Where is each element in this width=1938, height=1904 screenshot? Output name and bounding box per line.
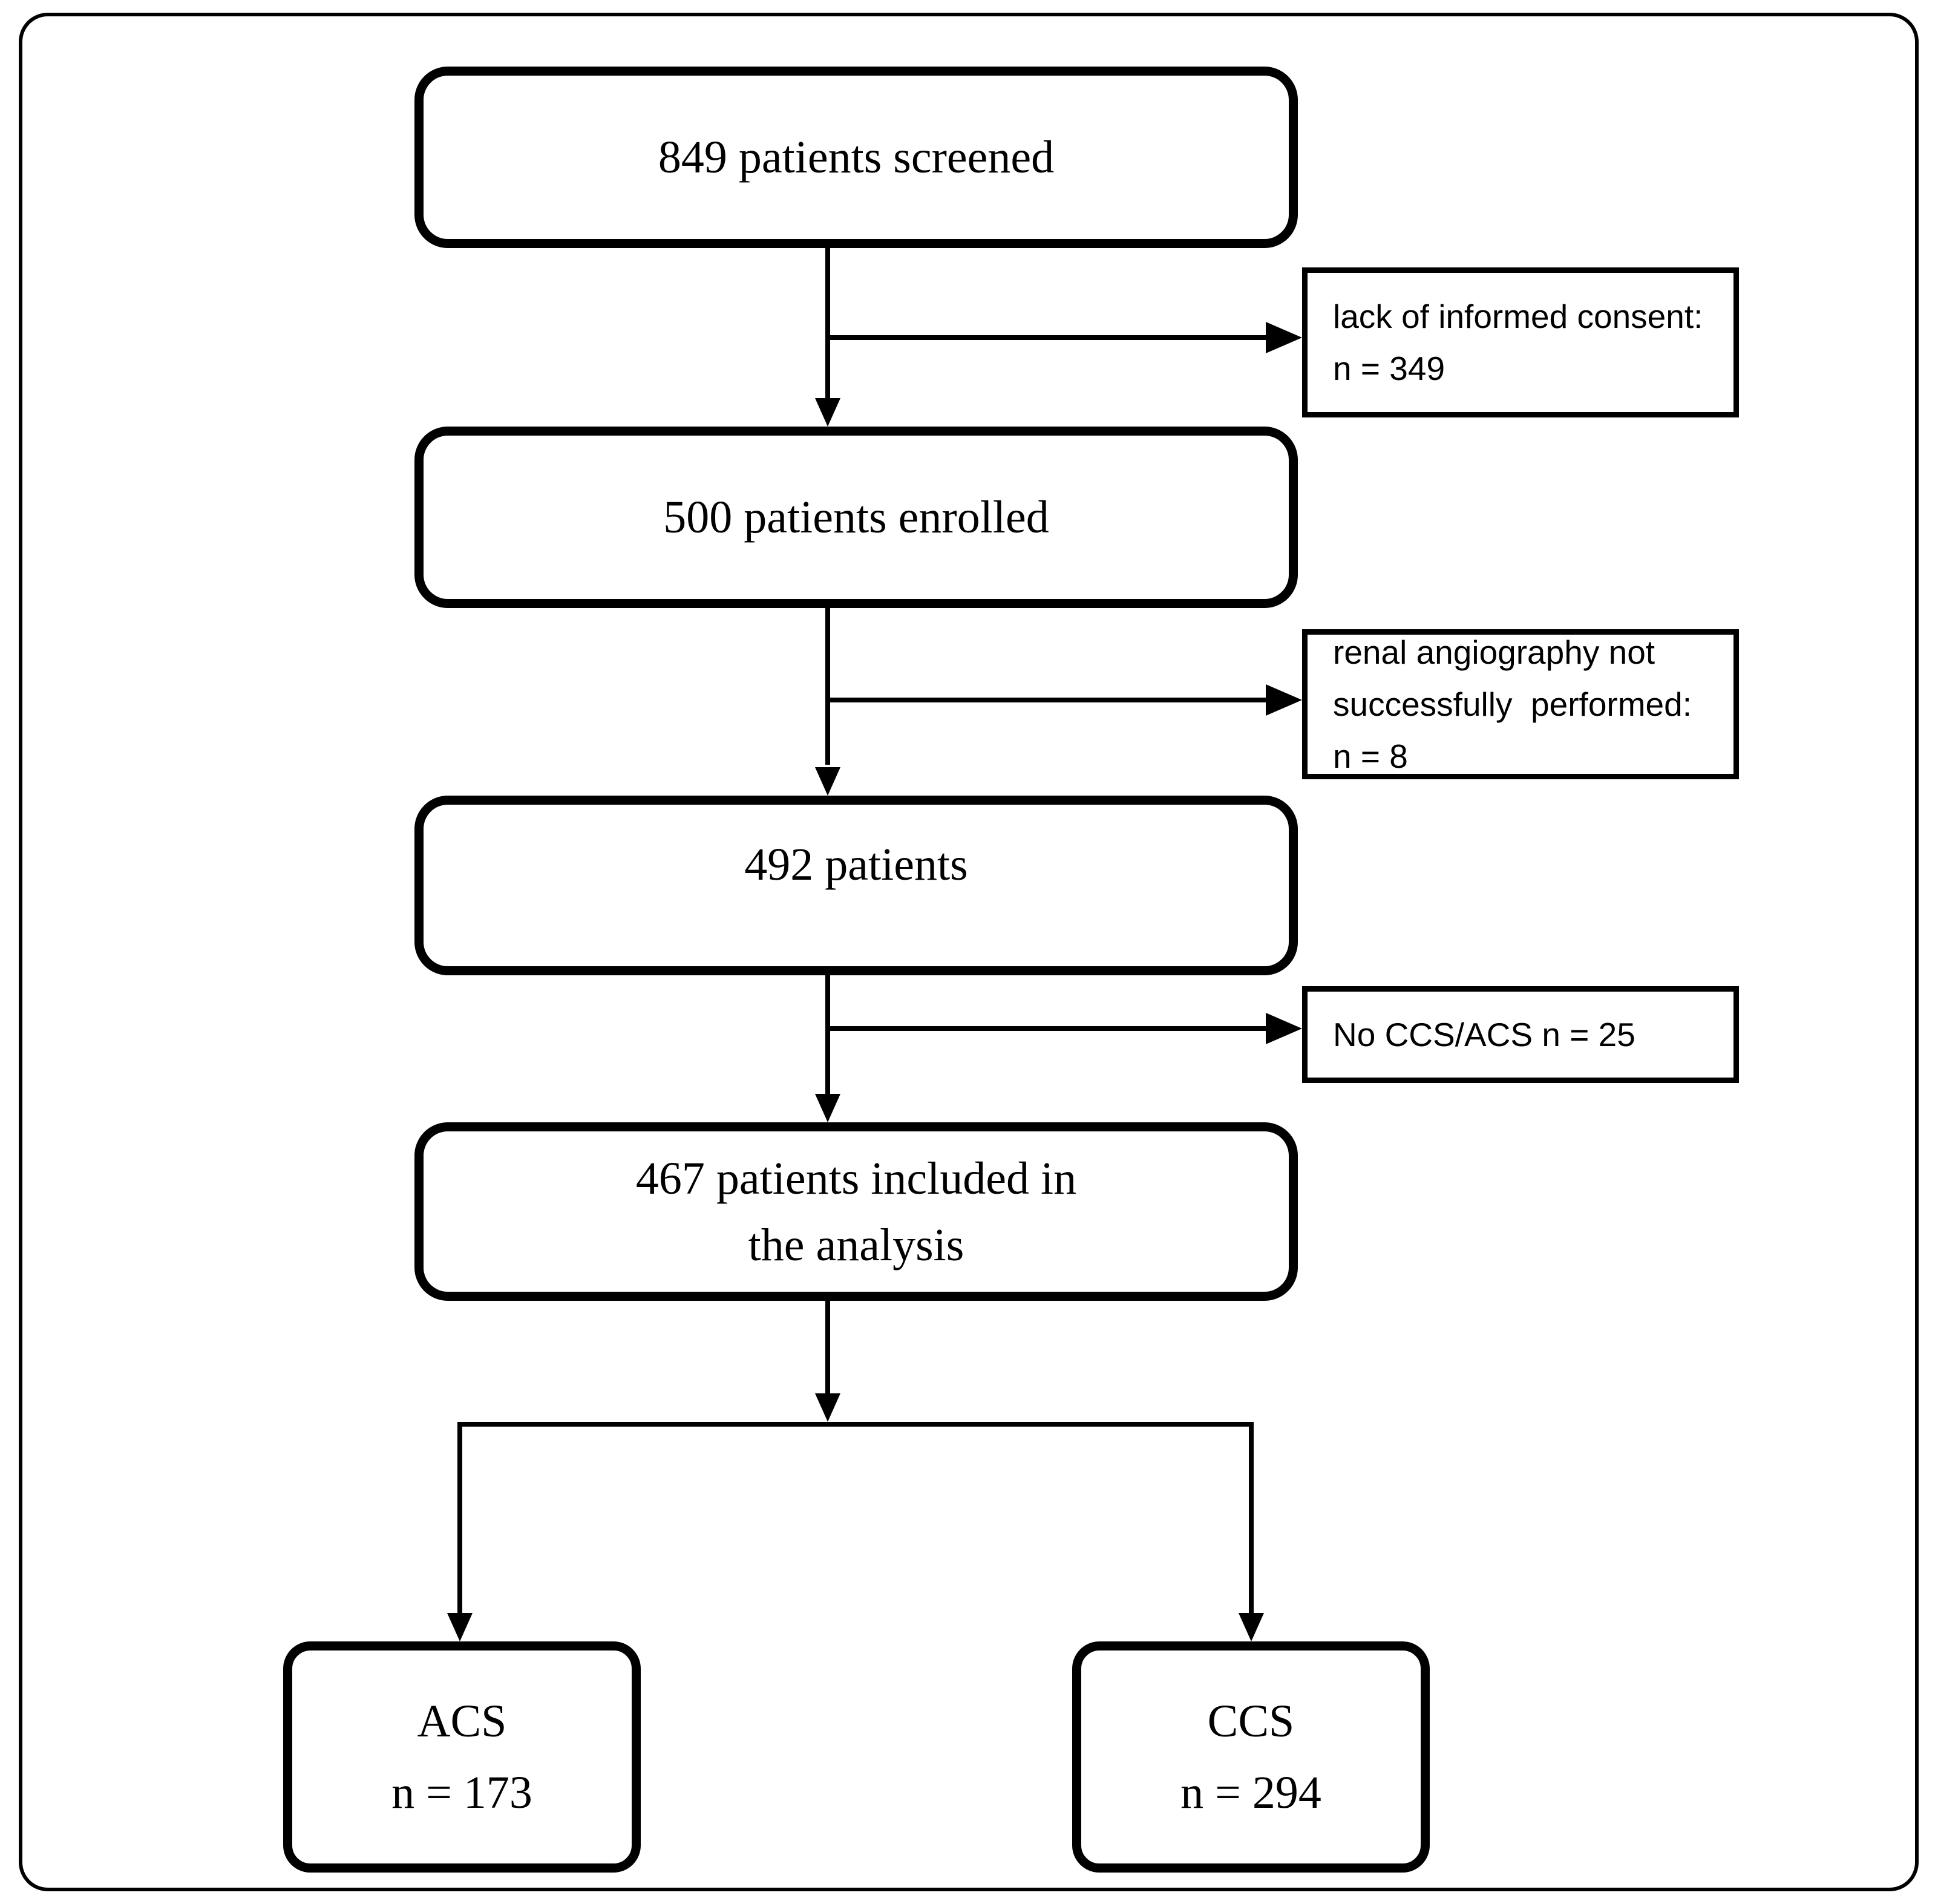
arrowhead-right-icon	[1266, 322, 1302, 353]
connector-split-to-ccs	[1249, 1422, 1254, 1615]
exclusion-box-angiography-not-performed: renal angiography not successfully perfo…	[1302, 629, 1739, 779]
arrowhead-down-icon	[815, 1393, 840, 1422]
outcome-label-line: n = 294	[1180, 1767, 1321, 1818]
flow-box-label-line: 467 patients included in	[635, 1153, 1077, 1204]
exclusion-label-line: No CCS/ACS n = 25	[1333, 1016, 1635, 1053]
outcome-box-ccs: CCS n = 294	[1072, 1641, 1430, 1873]
arrowhead-down-icon	[447, 1613, 473, 1641]
arrowhead-right-icon	[1266, 684, 1302, 716]
flow-box-label: 492 patients	[744, 839, 968, 890]
outcome-box-acs: ACS n = 173	[283, 1641, 641, 1873]
connector-split-to-acs	[457, 1422, 462, 1615]
connector-to-lack-of-consent	[828, 335, 1269, 340]
flow-box-label: 500 patients enrolled	[663, 492, 1049, 543]
outcome-label-line: ACS	[417, 1696, 507, 1747]
flow-box-patients-screened: 849 patients screened	[414, 67, 1298, 248]
flow-box-patients-enrolled: 500 patients enrolled	[414, 427, 1298, 608]
exclusion-label-line: renal angiography not	[1333, 633, 1655, 671]
arrowhead-down-icon	[815, 767, 840, 796]
exclusion-label-line: lack of informed consent:	[1333, 298, 1703, 335]
arrowhead-right-icon	[1266, 1013, 1302, 1044]
branch-split-line	[457, 1422, 1254, 1427]
exclusion-box-lack-of-consent: lack of informed consent: n = 349	[1302, 267, 1739, 417]
connector-492-to-included	[825, 975, 830, 1096]
connector-enrolled-to-492	[825, 608, 830, 765]
exclusion-box-no-ccs-acs: No CCS/ACS n = 25	[1302, 986, 1739, 1083]
arrowhead-down-icon	[1239, 1613, 1264, 1641]
connector-included-to-split	[825, 1301, 830, 1396]
connector-to-angiography-not-performed	[828, 698, 1269, 702]
exclusion-label-line: n = 8	[1333, 738, 1408, 775]
flow-box-label: 849 patients screened	[658, 132, 1055, 183]
exclusion-label-line: n = 349	[1333, 350, 1445, 387]
outcome-label-line: n = 173	[391, 1767, 532, 1818]
arrowhead-down-icon	[815, 1094, 840, 1122]
flow-box-492-patients: 492 patients	[414, 796, 1298, 975]
flow-box-included-in-analysis: 467 patients included in the analysis	[414, 1122, 1298, 1301]
flow-box-label-line: the analysis	[748, 1219, 964, 1271]
connector-screened-to-enrolled	[825, 248, 830, 401]
exclusion-label-line: successfully performed:	[1333, 685, 1692, 723]
outcome-label-line: CCS	[1207, 1696, 1295, 1747]
connector-to-no-ccs-acs	[828, 1026, 1269, 1031]
arrowhead-down-icon	[815, 398, 840, 427]
